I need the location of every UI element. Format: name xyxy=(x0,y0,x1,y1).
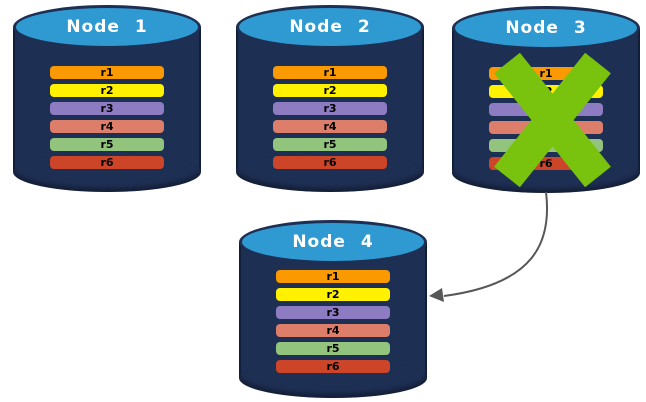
node-2: Node 2 r1 r2 r3 r4 r5 r6 xyxy=(236,5,424,192)
replica-row: r4 xyxy=(273,120,387,133)
replica-row: r6 xyxy=(489,157,603,170)
replica-row: r3 xyxy=(50,102,164,115)
replica-row: r2 xyxy=(50,84,164,97)
node-2-cylinder-top: Node 2 xyxy=(236,5,424,49)
replica-row: r1 xyxy=(50,66,164,79)
replica-row: r6 xyxy=(273,156,387,169)
node-1-cylinder-top: Node 1 xyxy=(13,5,201,49)
node-3-title: Node 3 xyxy=(505,18,587,38)
node-1: Node 1 r1 r2 r3 r4 r5 r6 xyxy=(13,5,201,192)
replica-row: r5 xyxy=(273,138,387,151)
replica-row: r5 xyxy=(276,342,390,355)
replica-row: r4 xyxy=(50,120,164,133)
node-2-title: Node 2 xyxy=(289,17,371,37)
node-3-cylinder-top: Node 3 xyxy=(452,6,640,50)
replica-row: r2 xyxy=(489,85,603,98)
replica-row: r3 xyxy=(273,102,387,115)
node-4: Node 4 r1 r2 r3 r4 r5 r6 xyxy=(239,220,427,398)
replica-row: r6 xyxy=(50,156,164,169)
replica-row: r3 xyxy=(489,103,603,116)
node-3: Node 3 r1 r2 r3 r4 r5 r6 xyxy=(452,6,640,193)
node-4-replica-list: r1 r2 r3 r4 r5 r6 xyxy=(239,270,427,373)
node-3-replica-list: r1 r2 r3 r4 r5 r6 xyxy=(452,67,640,170)
node-1-replica-list: r1 r2 r3 r4 r5 r6 xyxy=(13,66,201,169)
replica-row: r4 xyxy=(489,121,603,134)
replica-row: r1 xyxy=(489,67,603,80)
replica-row: r1 xyxy=(276,270,390,283)
replica-row: r5 xyxy=(489,139,603,152)
replica-row: r1 xyxy=(273,66,387,79)
node-1-title: Node 1 xyxy=(66,17,148,37)
node-4-cylinder-top: Node 4 xyxy=(239,220,427,264)
node-2-replica-list: r1 r2 r3 r4 r5 r6 xyxy=(236,66,424,169)
replica-row: r2 xyxy=(273,84,387,97)
node-4-title: Node 4 xyxy=(292,232,374,252)
replica-row: r3 xyxy=(276,306,390,319)
replica-row: r5 xyxy=(50,138,164,151)
replica-row: r4 xyxy=(276,324,390,337)
replica-row: r6 xyxy=(276,360,390,373)
replica-row: r2 xyxy=(276,288,390,301)
